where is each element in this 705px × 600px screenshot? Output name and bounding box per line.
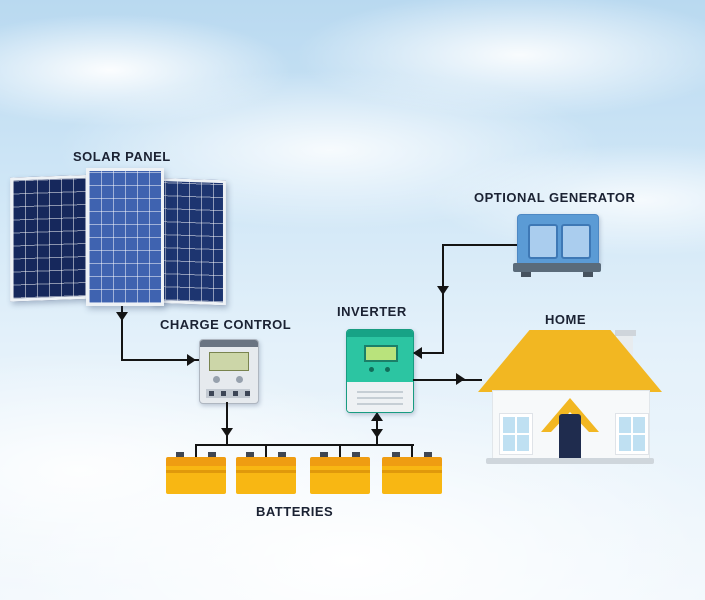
- window-right: [616, 414, 648, 454]
- inverter-vent-panel: [347, 382, 413, 412]
- wire-inverter-batteries: [376, 412, 378, 445]
- battery-terminal: [392, 452, 400, 458]
- arrowhead-right-icon: [456, 373, 465, 385]
- chimney-cap: [615, 330, 636, 336]
- window-left: [500, 414, 532, 454]
- house-foundation: [486, 458, 654, 464]
- battery-terminal: [424, 452, 432, 458]
- battery: [310, 452, 370, 494]
- label-optional-generator: OPTIONAL GENERATOR: [474, 190, 636, 205]
- battery-body: [382, 466, 442, 494]
- label-inverter: INVERTER: [337, 304, 407, 319]
- battery-cap: [236, 457, 296, 466]
- wire-solar-to-controller: [121, 359, 199, 361]
- label-solar-panel: SOLAR PANEL: [73, 149, 171, 164]
- generator-panel: [528, 224, 558, 259]
- generator-body: [517, 214, 599, 266]
- battery-terminal: [208, 452, 216, 458]
- label-batteries: BATTERIES: [256, 504, 334, 519]
- label-charge-control: CHARGE CONTROL: [160, 317, 292, 332]
- controller-button: [213, 376, 220, 383]
- inverter-vents: [357, 390, 403, 405]
- wire-battery-stub: [195, 444, 197, 458]
- wire-controller-to-batteries: [226, 402, 228, 446]
- generator-foot: [521, 272, 531, 277]
- battery-terminal: [176, 452, 184, 458]
- solar-panel-middle: [86, 168, 164, 306]
- controller-button: [236, 376, 243, 383]
- battery-body: [236, 466, 296, 494]
- roof: [478, 330, 662, 392]
- generator-foot: [583, 272, 593, 277]
- wire-battery-stub: [339, 444, 341, 458]
- battery: [382, 452, 442, 494]
- battery: [236, 452, 296, 494]
- controller-top-strip: [200, 340, 258, 347]
- wire-battery-bus: [195, 444, 414, 446]
- wire-generator-horizontal: [442, 244, 517, 246]
- wire-inverter-to-home: [413, 379, 482, 381]
- battery-body: [310, 466, 370, 494]
- door: [559, 414, 581, 458]
- arrowhead-up-icon: [371, 412, 383, 421]
- label-home: HOME: [545, 312, 586, 327]
- battery-terminal: [320, 452, 328, 458]
- inverter-lcd-screen: [364, 345, 398, 362]
- battery-body: [166, 466, 226, 494]
- battery-cap: [166, 457, 226, 466]
- battery-terminal: [246, 452, 254, 458]
- wire-solar-down: [121, 298, 123, 361]
- arrowhead-left-icon: [413, 347, 422, 359]
- inverter-button: [385, 367, 390, 372]
- arrowhead-right-icon: [187, 354, 196, 366]
- inverter-button: [369, 367, 374, 372]
- generator-base: [513, 263, 601, 272]
- battery-cap: [382, 457, 442, 466]
- inverter-unit: [346, 329, 414, 413]
- arrowhead-down-icon: [371, 429, 383, 438]
- battery: [166, 452, 226, 494]
- arrowhead-down-icon: [116, 312, 128, 321]
- wire-battery-stub: [265, 444, 267, 458]
- wire-generator-vertical: [442, 244, 444, 353]
- battery-terminal: [352, 452, 360, 458]
- wire-generator-to-inverter: [414, 352, 444, 354]
- arrowhead-down-icon: [221, 428, 233, 437]
- arrowhead-down-icon: [437, 286, 449, 295]
- controller-terminals: [206, 389, 250, 398]
- battery-cap: [310, 457, 370, 466]
- battery-terminal: [278, 452, 286, 458]
- wire-battery-stub: [411, 444, 413, 458]
- inverter-top-panel: [347, 330, 413, 382]
- generator-panel: [561, 224, 591, 259]
- controller-lcd-screen: [209, 352, 249, 371]
- inverter-top-strip: [347, 330, 413, 337]
- charge-controller: [199, 339, 259, 404]
